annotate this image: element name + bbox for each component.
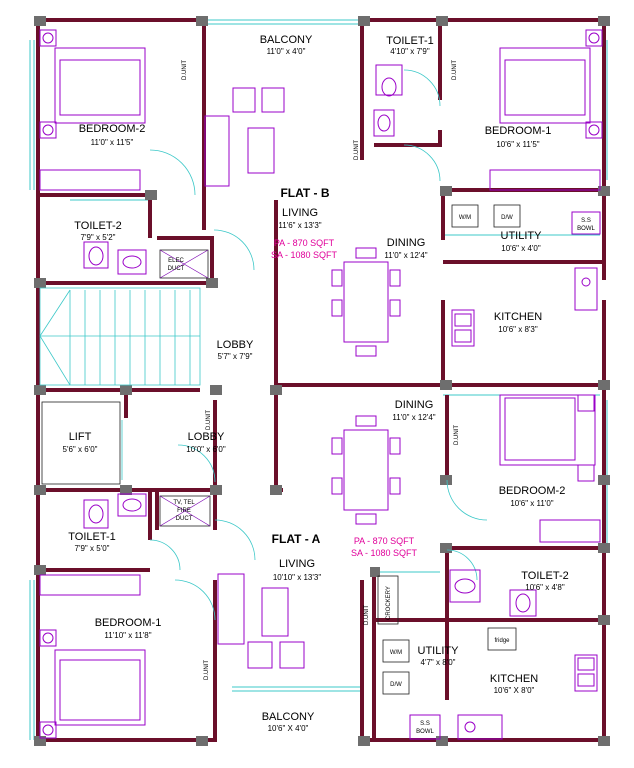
flat-b-toilet2-name: TOILET-2 xyxy=(74,220,121,232)
flat-b-saleable-area: SA - 1080 SQFT xyxy=(271,250,338,260)
flat-a-dining-dim: 11'0" x 12'4" xyxy=(392,413,435,422)
crockery-label: CROCKERY xyxy=(386,586,392,620)
flat-b-bedroom2-dim: 11'0" x 11'5" xyxy=(91,138,134,147)
flat-a-kitchen-name: KITCHEN xyxy=(490,673,538,685)
duct-unit-label-2: D.UNIT xyxy=(452,60,458,80)
lift-name: LIFT xyxy=(69,431,92,443)
ducts xyxy=(159,249,211,527)
flat-a-labels: DINING 11'0" x 12'4" BEDROOM-2 10'6" x 1… xyxy=(68,399,568,733)
flat-a-kitchen-dim: 10'6" X 8'0" xyxy=(494,686,535,695)
flat-a-balcony-name: BALCONY xyxy=(262,711,315,723)
flat-a-toilet2-name: TOILET-2 xyxy=(521,570,568,582)
flat-b-labels: BALCONY 11'0" x 4'0" TOILET-1 4'10" x 7'… xyxy=(74,34,551,334)
flat-a-toilet1-name: TOILET-1 xyxy=(68,531,115,543)
lobby-lower-dim: 10'0" x 6'0" xyxy=(186,445,226,454)
flat-a-title: FLAT - A xyxy=(272,532,321,546)
flat-b-kitchen-name: KITCHEN xyxy=(494,311,542,323)
flat-b-title: FLAT - B xyxy=(280,186,329,200)
fire-duct-line2: FIRE xyxy=(177,508,191,514)
fixture-labels: W/M D/W S.S BOWL W/M D/W fridge S.S BOWL… xyxy=(182,60,595,735)
flat-b-dining-dim: 11'0" x 12'4" xyxy=(384,251,427,260)
flat-b-balcony-dim: 11'0" x 4'0" xyxy=(267,47,306,56)
flat-b-utility-dim: 10'6" x 4'0" xyxy=(501,244,541,253)
duct-unit-label-5: D.UNIT xyxy=(206,410,212,430)
duct-unit-label-4: D.UNIT xyxy=(454,425,460,445)
washing-machine-label-a: W/M xyxy=(390,650,402,656)
duct-unit-label-3: D.UNIT xyxy=(354,140,360,160)
door-swings xyxy=(149,69,488,621)
flat-a-utility-dim: 4'7" x 8'0" xyxy=(421,658,456,667)
bed-flat-b-bedroom1 xyxy=(489,29,603,191)
toilet-fixtures xyxy=(83,64,537,617)
flat-b-dining-name: DINING xyxy=(387,237,426,249)
flat-a-utility-name: UTILITY xyxy=(418,645,460,657)
ss-bowl-label-a-1: S.S xyxy=(420,721,430,727)
dishwasher-label-a: D/W xyxy=(390,682,402,688)
duct-unit-label-7: D.UNIT xyxy=(204,660,210,680)
flat-b-utility-name: UTILITY xyxy=(501,230,543,242)
flat-a-bedroom2-dim: 10'6" x 11'0" xyxy=(510,499,553,508)
duct-unit-label-6: D.UNIT xyxy=(364,605,370,625)
flat-b-plinth-area: PA - 870 SQFT xyxy=(274,238,335,248)
ss-bowl-label-b-2: BOWL xyxy=(577,226,595,232)
lobby-lower-name: LOBBY xyxy=(188,431,225,443)
elec-duct-line1: ELEC xyxy=(168,258,184,264)
flat-b-toilet2-dim: 7'9" x 5'2" xyxy=(81,233,116,242)
fire-duct-line1: TV, TEL xyxy=(173,500,195,506)
flat-b-bedroom1-name: BEDROOM-1 xyxy=(485,125,552,137)
dishwasher-label-b: D/W xyxy=(501,215,513,221)
ss-bowl-label-a-2: BOWL xyxy=(416,729,434,735)
bed-flat-b-bedroom2 xyxy=(39,29,146,191)
common-labels: ELEC DUCT LOBBY 5'7" x 7'9" LIFT 5'6" x … xyxy=(63,258,254,522)
flat-b-kitchen-dim: 10'6" x 8'3" xyxy=(498,325,538,334)
flat-b-toilet1-dim: 4'10" x 7'9" xyxy=(390,47,430,56)
flat-b-living-dim: 11'6" x 13'3" xyxy=(278,221,321,230)
flat-a-bedroom1-name: BEDROOM-1 xyxy=(95,617,162,629)
lobby-upper-dim: 5'7" x 7'9" xyxy=(218,352,253,361)
flat-a-saleable-area: SA - 1080 SQFT xyxy=(351,548,418,558)
lobby-upper-name: LOBBY xyxy=(217,339,254,351)
lift-dim: 5'6" x 6'0" xyxy=(63,445,98,454)
elec-duct-line2: DUCT xyxy=(168,266,185,272)
flat-a-living-dim: 10'10" x 13'3" xyxy=(273,573,321,582)
flat-a-balcony-dim: 10'6" X 4'0" xyxy=(268,724,309,733)
flat-b-bedroom1-dim: 10'6" x 11'5" xyxy=(496,140,539,149)
flat-b-living-name: LIVING xyxy=(282,207,318,219)
columns xyxy=(34,16,610,746)
ss-bowl-label-b-1: S.S xyxy=(581,218,591,224)
flat-a-living-name: LIVING xyxy=(279,558,315,570)
fridge-label: fridge xyxy=(494,638,510,644)
flat-a-toilet1-dim: 7'9" x 5'0" xyxy=(75,544,110,553)
washing-machine-label-b: W/M xyxy=(459,215,471,221)
flat-a-plinth-area: PA - 870 SQFT xyxy=(354,536,415,546)
flat-a-toilet2-dim: 10'6" x 4'8" xyxy=(525,583,565,592)
flat-a-bedroom2-name: BEDROOM-2 xyxy=(499,485,566,497)
flat-b-balcony-name: BALCONY xyxy=(260,34,313,46)
flat-b-bedroom2-name: BEDROOM-2 xyxy=(79,123,146,135)
kitchen-fixtures xyxy=(377,204,601,740)
living-dining-furniture xyxy=(204,87,401,669)
flat-b-toilet1-name: TOILET-1 xyxy=(386,35,433,47)
flat-a-dining-name: DINING xyxy=(395,399,434,411)
fire-duct-line3: DUCT xyxy=(176,516,193,522)
flat-a-bedroom1-dim: 11'10" x 11'8" xyxy=(104,631,151,640)
beds xyxy=(39,29,603,739)
bed-flat-a-bedroom2 xyxy=(499,394,601,543)
bed-flat-a-bedroom1 xyxy=(39,574,146,739)
lift-shaft xyxy=(41,401,123,485)
duct-unit-label-1: D.UNIT xyxy=(182,60,188,80)
staircase xyxy=(39,287,201,386)
